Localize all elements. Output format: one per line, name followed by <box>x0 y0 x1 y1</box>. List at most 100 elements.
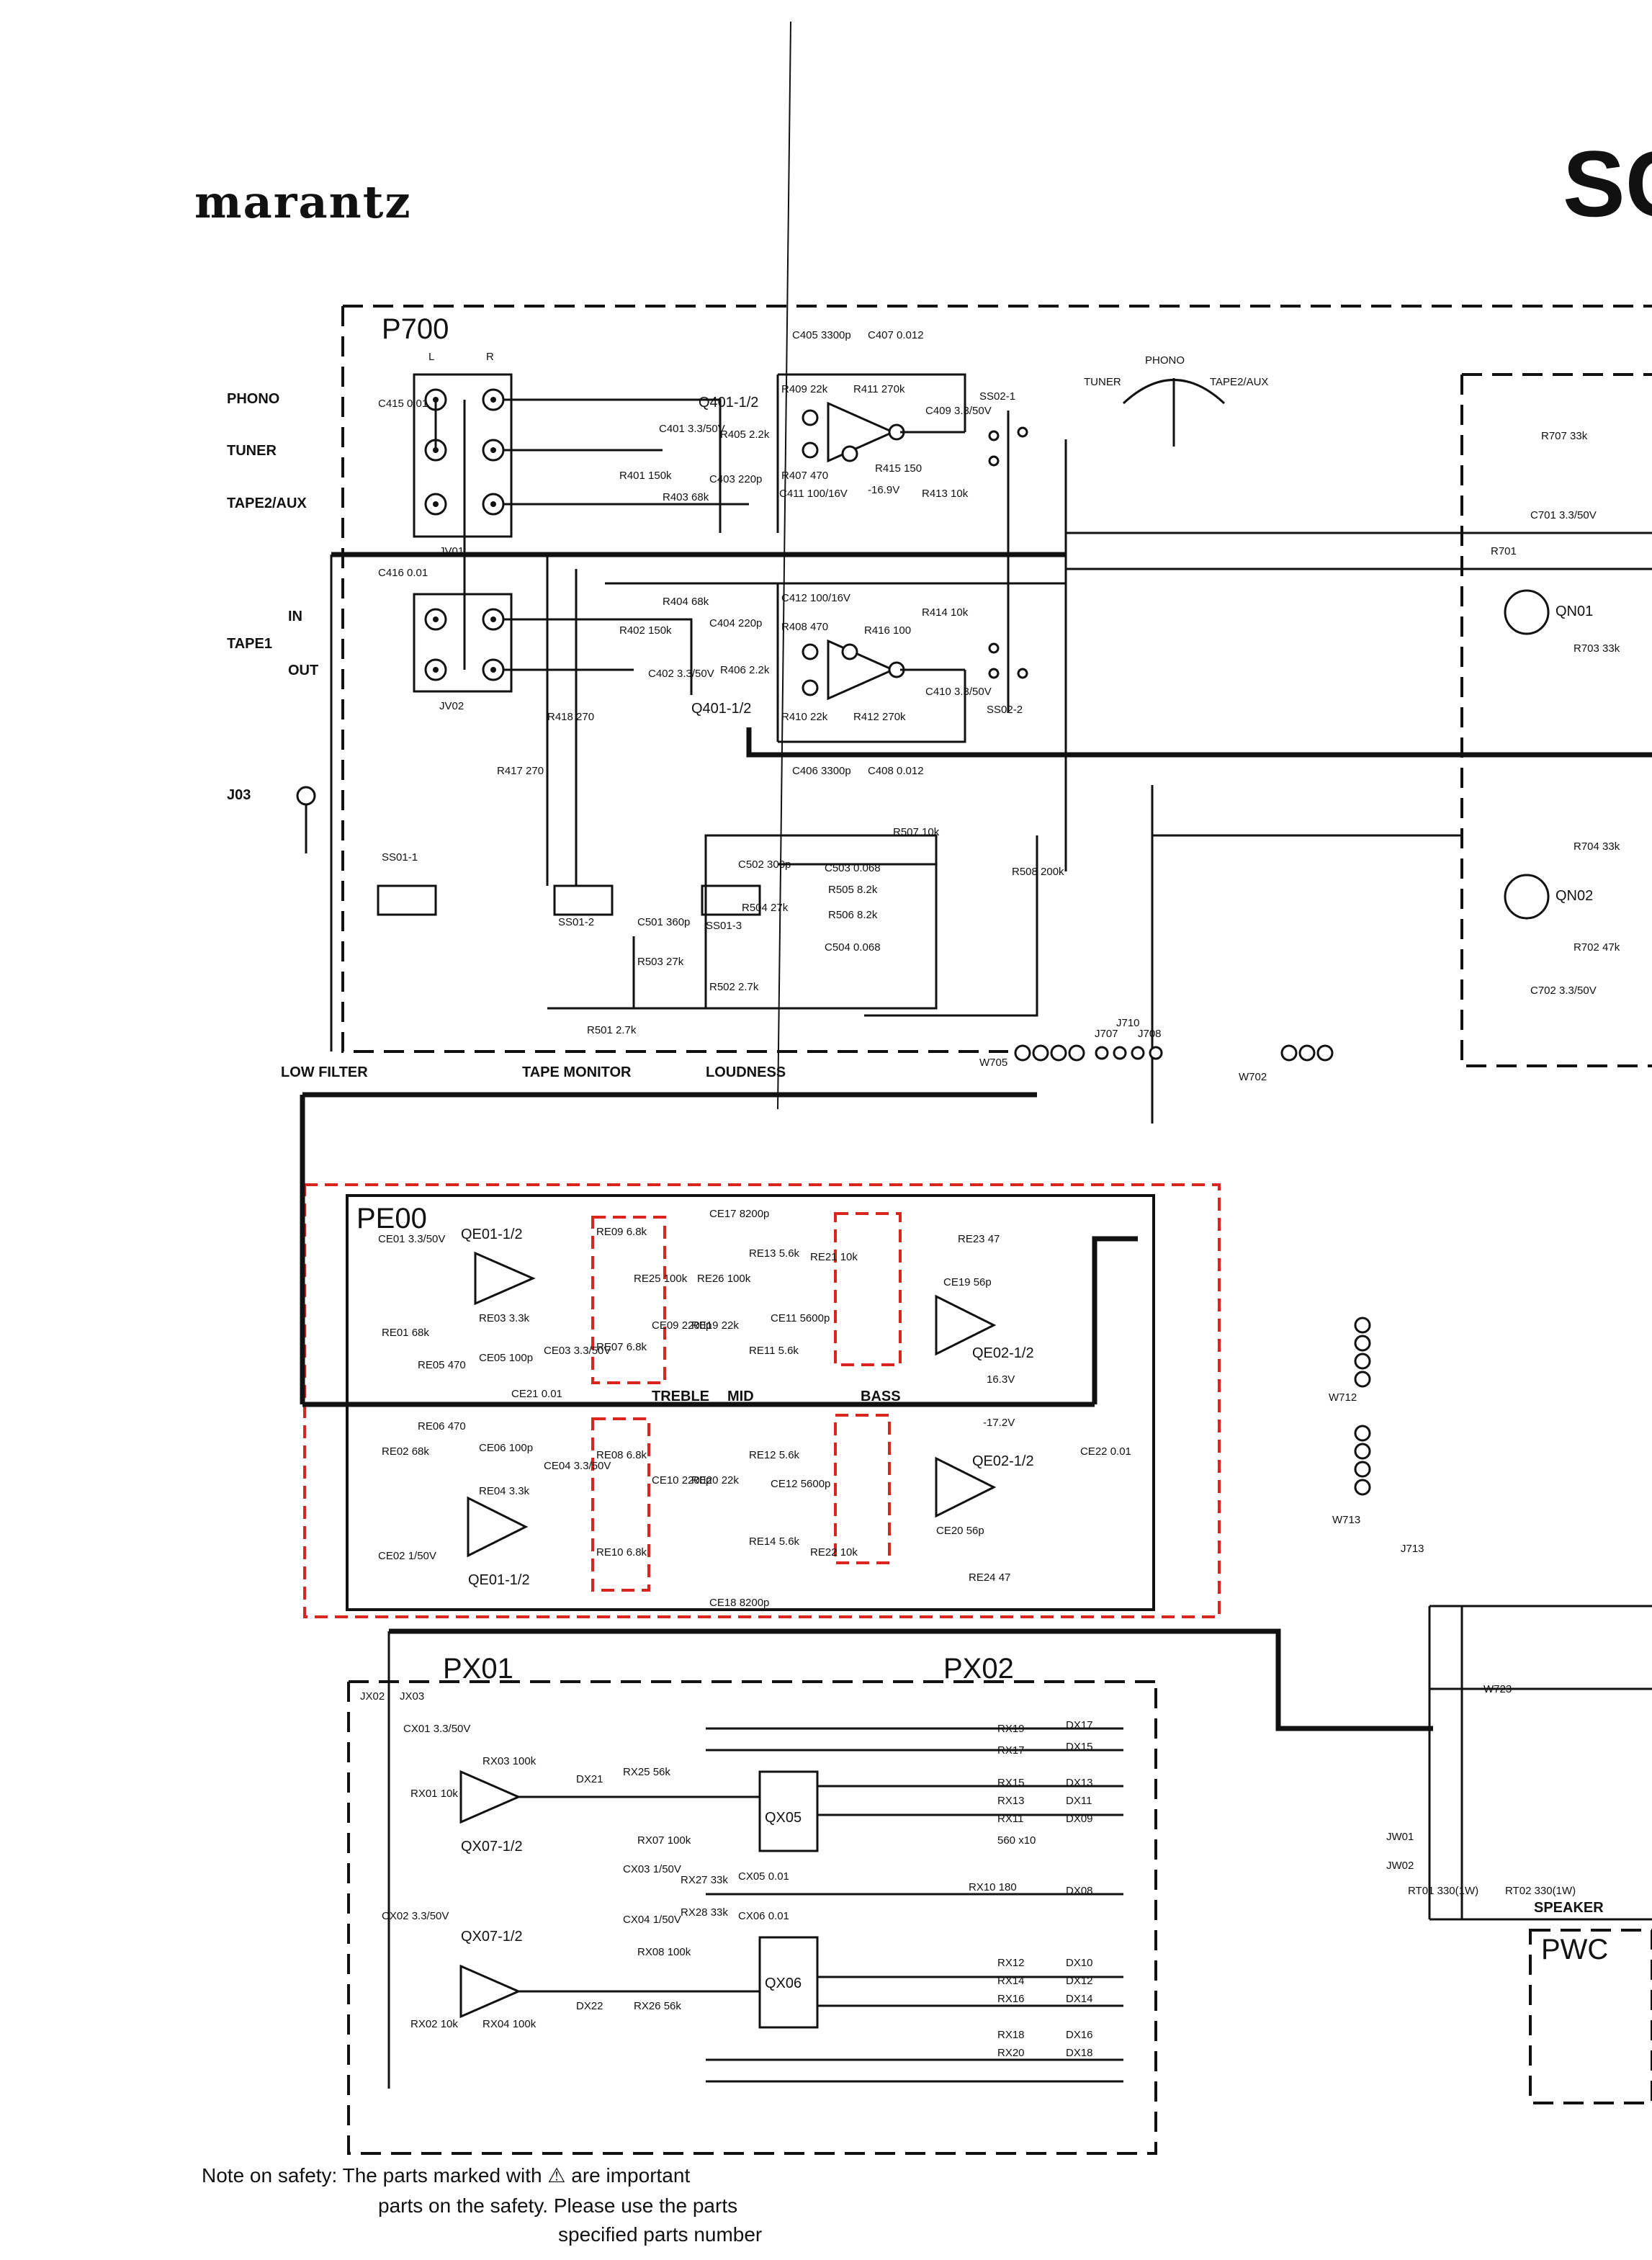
connector-w705: W705 J707 J710 J708 <box>979 1017 1163 1069</box>
rx25-label: RX25 56k <box>623 1766 670 1778</box>
c504-label: C504 0.068 <box>825 941 881 954</box>
c412-label: C412 100/16V <box>781 592 850 604</box>
ce02-label: CE02 1/50V <box>378 1550 436 1562</box>
re26-label: RE26 100k <box>697 1273 751 1285</box>
jx02-label: JX02 <box>360 1690 385 1703</box>
ce11-label: CE11 5600p <box>771 1312 830 1324</box>
dx08-label: DX08 <box>1066 1885 1093 1897</box>
re07-label: RE07 6.8k <box>596 1341 647 1353</box>
safety-note-line1: Note on safety: The parts marked with ⚠ … <box>202 2164 690 2187</box>
r416-label: R416 100 <box>864 624 911 637</box>
brand-logo: marantz <box>194 176 412 228</box>
r408-label: R408 470 <box>781 621 828 633</box>
connector-w712-w713: W712 W713 J713 <box>1329 1317 1424 1555</box>
dx15-label: DX15 <box>1066 1741 1093 1753</box>
rx07-label: RX07 100k <box>637 1834 691 1847</box>
cx06-label: CX06 0.01 <box>738 1910 789 1922</box>
r412-label: R412 270k <box>853 711 906 723</box>
c410-label: C410 3.3/50V <box>925 686 992 698</box>
re05-label: RE05 470 <box>418 1359 466 1371</box>
label-low-filter: LOW FILTER <box>281 1064 368 1080</box>
r414-label: R414 10k <box>922 606 969 619</box>
dx14-label: DX14 <box>1066 1993 1093 2005</box>
c701-label: C701 3.3/50V <box>1530 509 1597 521</box>
ce20-label: CE20 56p <box>936 1525 984 1537</box>
re02-label: RE02 68k <box>382 1445 429 1458</box>
label-mid: MID <box>727 1389 754 1404</box>
ss01-1-label: SS01-1 <box>382 851 418 864</box>
label-tape-monitor: TAPE MONITOR <box>522 1064 632 1080</box>
dx21-label: DX21 <box>576 1773 603 1785</box>
r410-label: R410 22k <box>781 711 828 723</box>
c406-label: C406 3300p <box>792 765 851 777</box>
dx09-label: DX09 <box>1066 1813 1093 1825</box>
ce01-label: CE01 3.3/50V <box>378 1233 445 1245</box>
re24-label: RE24 47 <box>969 1571 1010 1584</box>
dx18-label: DX18 <box>1066 2047 1093 2059</box>
qx07a-opamp-symbol <box>459 1770 521 1824</box>
r411-label: R411 270k <box>853 383 905 395</box>
re20-label: RE20 22k <box>691 1474 739 1487</box>
r413-label: R413 10k <box>922 488 969 500</box>
re13-label: RE13 5.6k <box>749 1247 800 1260</box>
r407-label: R407 470 <box>781 470 828 482</box>
rx10-label: RX10 180 <box>969 1881 1017 1893</box>
jack-j03 <box>296 786 316 853</box>
rx04-label: RX04 100k <box>482 2018 537 2030</box>
rx12-label: RX12 <box>997 1957 1025 1969</box>
rx-value-label: 560 x10 <box>997 1834 1036 1847</box>
w702-label: W702 <box>1239 1071 1267 1083</box>
qx07b-label: QX07-1/2 <box>461 1929 523 1945</box>
qe01b-opamp-symbol <box>467 1496 529 1558</box>
r505-label: R505 8.2k <box>828 884 878 896</box>
qe02a-opamp-symbol <box>935 1294 997 1356</box>
cx03-label: CX03 1/50V <box>623 1863 681 1875</box>
re10-label: RE10 6.8k <box>596 1546 647 1559</box>
input-selector: TUNER PHONO TAPE2/AUX SS02-1 SS02-2 <box>979 354 1268 716</box>
r418-label: R418 270 <box>547 711 594 723</box>
w712-label: W712 <box>1329 1391 1357 1404</box>
j707-label: J707 <box>1095 1028 1118 1040</box>
r707-label: R707 33k <box>1541 430 1588 442</box>
input-label-tape2-aux: TAPE2/AUX <box>227 496 307 511</box>
r402-label: R402 150k <box>619 624 672 637</box>
qx06-chip <box>758 1936 819 2029</box>
c404-label: C404 220p <box>709 617 762 629</box>
input-label-tuner: TUNER <box>227 443 277 459</box>
ce18-label: CE18 8200p <box>709 1597 769 1609</box>
c408-label: C408 0.012 <box>868 765 924 777</box>
channel-label-l: L <box>428 351 434 363</box>
re25-label: RE25 100k <box>634 1273 688 1285</box>
q401b-label: Q401-1/2 <box>691 701 751 717</box>
dx11-label: DX11 <box>1066 1795 1092 1807</box>
r405-label: R405 2.2k <box>720 429 770 441</box>
c415-label: C415 0.01 <box>378 398 428 410</box>
r504-label: R504 27k <box>742 902 789 914</box>
speaker-section: SPEAKER JW01 JW02 RT01 330(1W) RT02 330(… <box>1386 1605 1652 2104</box>
ss02-2-label: SS02-2 <box>987 704 1023 716</box>
r415-label: R415 150 <box>875 462 922 475</box>
c503-label: C503 0.068 <box>825 862 881 874</box>
w713-label: W713 <box>1332 1514 1360 1526</box>
jw02-label: JW02 <box>1386 1860 1414 1872</box>
c407-label: C407 0.012 <box>868 329 924 341</box>
cx04-label: CX04 1/50V <box>623 1914 681 1926</box>
input-label-in: IN <box>288 609 302 624</box>
ce06-label: CE06 100p <box>479 1442 533 1454</box>
ce22-label: CE22 0.01 <box>1080 1445 1131 1458</box>
v-pos-tone: 16.3V <box>987 1373 1015 1386</box>
dx17-label: DX17 <box>1066 1719 1093 1731</box>
q401a-opamp-symbol <box>827 401 896 463</box>
board-label-pe00: PE00 <box>356 1203 427 1234</box>
j710-label: J710 <box>1116 1017 1140 1029</box>
input-wiring <box>330 398 1652 1124</box>
label-speaker: SPEAKER <box>1534 1900 1604 1916</box>
ss01-2-label: SS01-2 <box>558 916 594 928</box>
re06-label: RE06 470 <box>418 1420 466 1432</box>
qe02b-label: QE02-1/2 <box>972 1453 1034 1469</box>
ce10-label: CE10 2200p <box>652 1474 711 1487</box>
input-label-out: OUT <box>288 663 318 678</box>
selector-tuner: TUNER <box>1084 376 1121 388</box>
w723-label: W723 <box>1483 1683 1512 1695</box>
